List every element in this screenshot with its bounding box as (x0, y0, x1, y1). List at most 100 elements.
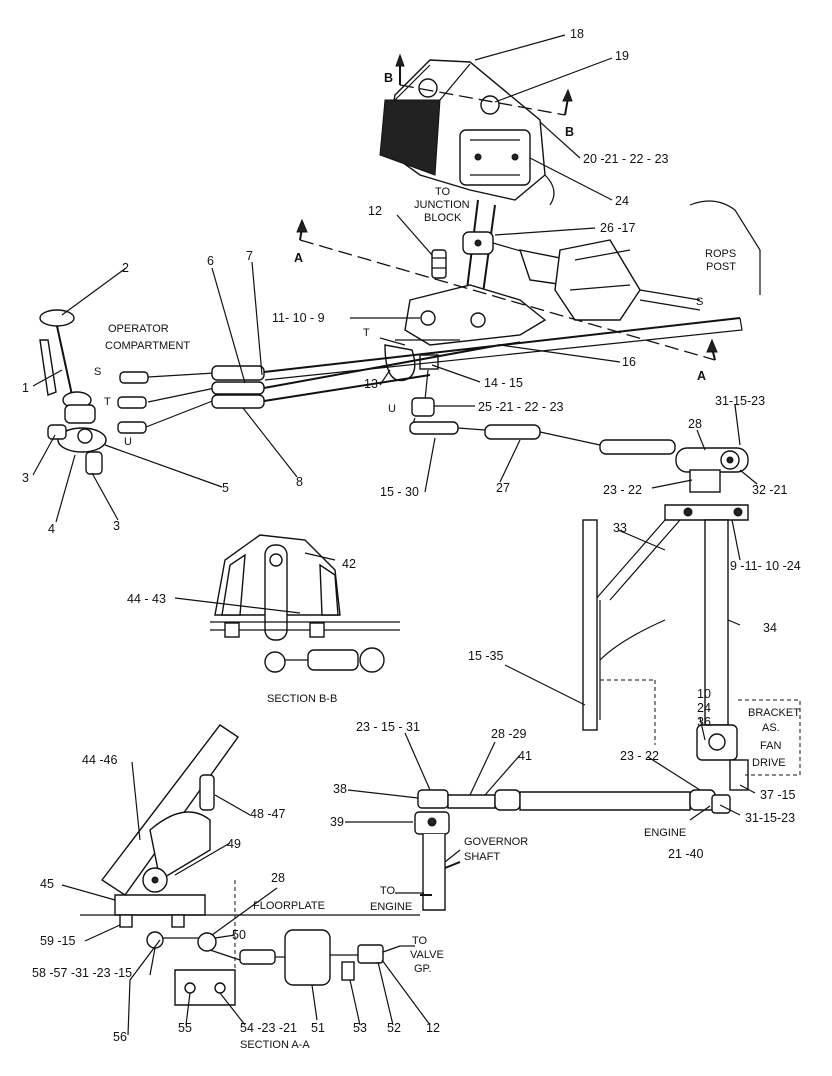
label-rops-2: POST (706, 261, 736, 273)
throttle-pedal (80, 724, 420, 928)
label-13: 13 (364, 377, 378, 391)
label-39: 39 (330, 815, 344, 829)
part-labels: 18 19 B B 20 -21 - 22 - 23 24 TO JUNCTIO… (22, 27, 801, 1051)
label-operator: OPERATOR (108, 323, 169, 335)
operator-control-lever (39, 309, 107, 475)
label-bracket-1: BRACKET (748, 707, 800, 719)
label-18: 18 (570, 27, 584, 41)
label-49: 49 (227, 837, 241, 851)
label-36: 36 (697, 715, 711, 729)
label-21-40: 21 -40 (668, 847, 703, 861)
label-to-valve-2: VALVE (410, 949, 444, 961)
label-23-22-bottom: 23 - 22 (620, 749, 659, 763)
linkage-rod-27 (409, 421, 676, 455)
label-governor: GOVERNOR (464, 836, 528, 848)
section-aa-detail (146, 929, 401, 1006)
label-32-21: 32 -21 (752, 483, 787, 497)
label-2: 2 (122, 261, 129, 275)
label-59-15: 59 -15 (40, 934, 75, 948)
label-28-bottom: 28 (271, 871, 285, 885)
label-to-engine-2: ENGINE (370, 901, 412, 913)
label-a-left: A (294, 251, 303, 265)
fitting-12 (431, 249, 447, 279)
governor-arrow (444, 861, 461, 869)
label-s-left: S (94, 366, 101, 378)
label-a-right: A (697, 369, 706, 383)
label-to-valve-1: TO (412, 935, 428, 947)
label-56: 56 (113, 1030, 127, 1044)
label-bracket-2: AS. (762, 722, 780, 734)
label-38: 38 (333, 782, 347, 796)
label-54-23-21: 54 -23 -21 (240, 1021, 297, 1035)
label-19: 19 (615, 49, 629, 63)
label-4: 4 (48, 522, 55, 536)
control-box-assembly (379, 59, 555, 206)
label-28-top: 28 (688, 417, 702, 431)
pivot-lever-28 (675, 447, 749, 493)
label-floorplate: FLOORPLATE (253, 900, 325, 912)
label-10: 10 (697, 687, 711, 701)
label-s-right: S (696, 296, 703, 308)
label-6: 6 (207, 254, 214, 268)
label-28-29: 28 -29 (491, 727, 526, 741)
label-3-bottom: 3 (113, 519, 120, 533)
label-to-junction-2: JUNCTION (414, 199, 470, 211)
label-section-bb: SECTION B-B (267, 693, 337, 705)
label-58: 58 -57 -31 -23 -15 (32, 966, 132, 980)
label-t-right: T (363, 327, 370, 339)
label-b-left: B (384, 71, 393, 85)
label-12-top: 12 (368, 204, 382, 218)
label-51: 51 (311, 1021, 325, 1035)
governor-linkage (414, 789, 731, 911)
label-b-right: B (565, 125, 574, 139)
label-33: 33 (613, 521, 627, 535)
label-to-junction-1: TO (435, 186, 451, 198)
label-31-15-23-top: 31-15-23 (715, 394, 765, 408)
label-3-left: 3 (22, 471, 29, 485)
label-t-left: T (104, 396, 111, 408)
label-31-15-23-bottom: 31-15-23 (745, 811, 795, 825)
section-line-b (399, 84, 566, 116)
label-16: 16 (622, 355, 636, 369)
label-34: 34 (763, 621, 777, 635)
label-11-10-9: 11- 10 - 9 (272, 311, 325, 325)
label-37-15: 37 -15 (760, 788, 795, 802)
label-shaft: SHAFT (464, 851, 500, 863)
label-44-43: 44 - 43 (127, 592, 166, 606)
rops-post-outline (689, 200, 761, 295)
vertical-shaft-34 (582, 504, 749, 791)
label-50: 50 (232, 928, 246, 942)
label-u-right: U (388, 403, 396, 415)
label-compartment: COMPARTMENT (105, 340, 190, 352)
label-55: 55 (178, 1021, 192, 1035)
label-u-left: U (124, 436, 132, 448)
label-bracket-4: DRIVE (752, 757, 786, 769)
label-5: 5 (222, 481, 229, 495)
bracket-fan-drive-box (738, 699, 801, 776)
label-15-35: 15 -35 (468, 649, 503, 663)
label-24-right: 24 (697, 701, 711, 715)
control-cables (117, 317, 743, 434)
label-14-15: 14 - 15 (484, 376, 523, 390)
leader-lines (32, 34, 758, 1036)
label-23-15-31: 23 - 15 - 31 (356, 720, 420, 734)
label-48-47: 48 -47 (250, 807, 285, 821)
label-26-17: 26 -17 (600, 221, 635, 235)
label-20: 20 -21 - 22 - 23 (583, 152, 669, 166)
label-15-30: 15 - 30 (380, 485, 419, 499)
label-7: 7 (246, 249, 253, 263)
label-bracket-3: FAN (760, 740, 781, 752)
label-24: 24 (615, 194, 629, 208)
label-52: 52 (387, 1021, 401, 1035)
label-41: 41 (518, 749, 532, 763)
label-9-11-10-24: 9 -11- 10 -24 (730, 559, 801, 573)
label-to-engine-1: TO (380, 885, 396, 897)
label-45: 45 (40, 877, 54, 891)
actuator-cylinder (462, 231, 701, 321)
label-27: 27 (496, 481, 510, 495)
label-8: 8 (296, 475, 303, 489)
label-23-22-top: 23 - 22 (603, 483, 642, 497)
label-42: 42 (342, 557, 356, 571)
label-12-bottom: 12 (426, 1021, 440, 1035)
